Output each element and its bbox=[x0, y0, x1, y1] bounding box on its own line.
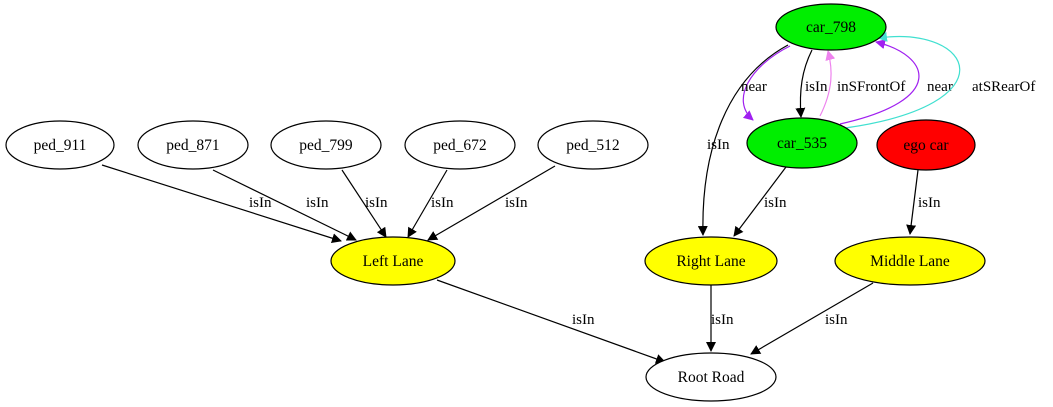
node-shape bbox=[137, 120, 249, 170]
edge-car_798-isin-right-lane bbox=[697, 44, 789, 236]
edge-label-ped_512-isin: isIn bbox=[505, 195, 528, 211]
edge-label-ped_799-isin: isIn bbox=[365, 195, 388, 211]
edge-label-ego-isin-middle: isIn bbox=[918, 195, 941, 211]
node-shape bbox=[645, 352, 777, 402]
edge-label-ped_871-isin: isIn bbox=[306, 195, 329, 211]
edge-car_798-isin-car_535 bbox=[795, 49, 813, 118]
edge-ped_512-isin-left-lane bbox=[427, 165, 556, 241]
edge-label-car798-isin-right: isIn bbox=[707, 137, 730, 153]
edge-car_535-atsrearof-car_798 bbox=[844, 31, 961, 129]
edge-car_798-near-car_535 bbox=[742, 45, 791, 121]
edge-label-car535-atsrearof: atSRearOf bbox=[972, 79, 1035, 95]
node-label: ped_799 bbox=[299, 137, 353, 154]
edge-label-ped_911-isin: isIn bbox=[249, 195, 272, 211]
node-ped_799[interactable]: ped_799 bbox=[270, 120, 382, 170]
node-label: car_798 bbox=[806, 19, 856, 36]
node-label: Root Road bbox=[678, 369, 745, 386]
node-ped_672[interactable]: ped_672 bbox=[404, 120, 516, 170]
node-label: ped_512 bbox=[566, 137, 619, 154]
node-car_798[interactable]: car_798 bbox=[775, 3, 887, 51]
node-shape bbox=[330, 236, 456, 286]
node-label: Middle Lane bbox=[870, 253, 950, 270]
edge-ped_911-isin-left-lane bbox=[101, 164, 342, 244]
edge-label-car535-near: near bbox=[927, 79, 953, 95]
edge-label-right-isin-root: isIn bbox=[711, 312, 734, 328]
node-label: Right Lane bbox=[676, 253, 745, 270]
node-ped_871[interactable]: ped_871 bbox=[137, 120, 249, 170]
edge-ego-car-isin-middle-lane bbox=[906, 169, 919, 235]
edge-car_535-isin-right-lane bbox=[733, 166, 787, 237]
edge-label-middle-isin-root: isIn bbox=[825, 312, 848, 328]
node-label: Left Lane bbox=[363, 253, 424, 270]
node-shape bbox=[876, 119, 976, 171]
node-shape bbox=[537, 120, 649, 170]
edge-label-car798-isin-car535: isIn bbox=[805, 79, 828, 95]
node-car_535[interactable]: car_535 bbox=[746, 117, 858, 169]
edge-left-lane-isin-root-road bbox=[436, 279, 666, 364]
edge-label-ped_672-isin: isIn bbox=[431, 195, 454, 211]
node-middle-lane[interactable]: Middle Lane bbox=[834, 236, 986, 286]
node-left-lane[interactable]: Left Lane bbox=[330, 236, 456, 286]
node-ped_512[interactable]: ped_512 bbox=[537, 120, 649, 170]
edge-ped_672-isin-left-lane bbox=[407, 169, 448, 238]
node-shape bbox=[775, 3, 887, 51]
edge-label-car798-near: near bbox=[741, 79, 767, 95]
node-root-road[interactable]: Root Road bbox=[645, 352, 777, 402]
node-label: ego car bbox=[903, 137, 949, 154]
edge-car_535-insfrontof-car_798 bbox=[819, 50, 836, 117]
edge-ped_871-isin-left-lane bbox=[212, 169, 357, 241]
node-shape bbox=[644, 236, 778, 286]
node-right-lane[interactable]: Right Lane bbox=[644, 236, 778, 286]
node-label: ped_672 bbox=[433, 137, 486, 154]
node-label: ped_911 bbox=[34, 137, 87, 154]
node-ped_911[interactable]: ped_911 bbox=[5, 120, 115, 170]
node-shape bbox=[270, 120, 382, 170]
node-shape bbox=[834, 236, 986, 286]
node-shape bbox=[404, 120, 516, 170]
edge-label-car535-insfrontof: inSFrontOf bbox=[837, 79, 905, 95]
edge-car_535-near-car_798 bbox=[839, 39, 920, 125]
node-label: ped_871 bbox=[166, 137, 219, 154]
edge-middle-lane-isin-root-road bbox=[750, 282, 874, 355]
node-label: car_535 bbox=[777, 135, 827, 152]
node-shape bbox=[746, 117, 858, 169]
node-shape bbox=[5, 120, 115, 170]
edge-ped_799-isin-left-lane bbox=[341, 169, 387, 238]
node-ego-car[interactable]: ego car bbox=[876, 119, 976, 171]
edge-label-left-isin-root: isIn bbox=[572, 312, 595, 328]
edge-label-car535-isin-right: isIn bbox=[764, 195, 787, 211]
